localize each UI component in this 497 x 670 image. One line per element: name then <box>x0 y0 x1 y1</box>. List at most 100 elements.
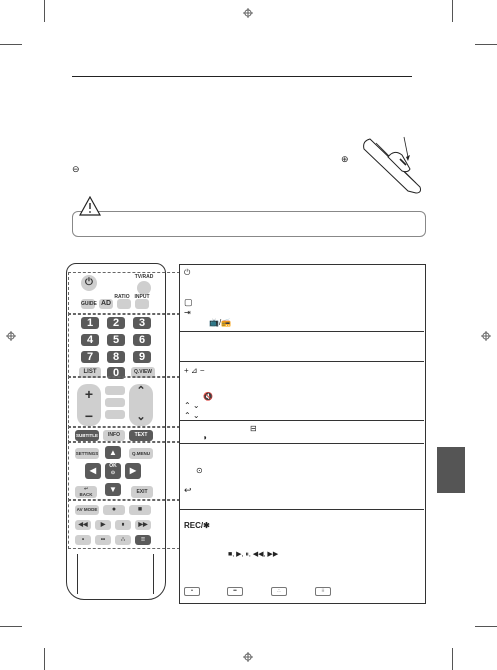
crop-mark <box>452 648 453 670</box>
ok-label: OK <box>109 463 117 469</box>
button-description-panel <box>179 264 426 604</box>
input-icon: ⇥ <box>184 308 191 317</box>
crop-mark <box>452 0 453 22</box>
nav-left-button[interactable]: ◀ <box>85 463 101 479</box>
digit-9-button[interactable]: 9 <box>133 351 151 363</box>
digit-5-button[interactable]: 5 <box>107 334 125 346</box>
ok-icon: ⊙ <box>196 466 203 475</box>
pause-button[interactable]: ⏸ <box>115 520 131 530</box>
crop-mark <box>0 44 22 45</box>
av-mode-button[interactable]: AV MODE <box>75 505 99 515</box>
power-icon: ⏻ <box>184 268 191 277</box>
program-rocker[interactable]: ⌃ ⌄ <box>129 384 153 426</box>
settings-button[interactable]: SETTINGS <box>75 448 99 459</box>
digit-7-button[interactable]: 7 <box>81 351 99 363</box>
callout-region-volume <box>68 376 180 428</box>
record-button[interactable]: ● <box>103 505 125 515</box>
q-menu-button[interactable]: Q.MENU <box>129 448 153 459</box>
red-key-icon: • <box>184 587 200 596</box>
subtitle-button[interactable]: SUBTITLE <box>75 430 99 441</box>
nav-down-button[interactable]: ▼ <box>105 483 121 496</box>
text-icon: ⊟ <box>250 424 257 433</box>
ad-button[interactable]: AD <box>99 299 113 309</box>
back-button[interactable]: ↩BACK <box>75 486 97 498</box>
registration-mark-icon <box>243 652 253 662</box>
yellow-key-icon: ∴ <box>271 587 287 596</box>
digit-8-button[interactable]: 8 <box>107 351 125 363</box>
digit-2-button[interactable]: 2 <box>107 317 125 329</box>
tv-rad-label: TV/RAD <box>134 274 154 280</box>
remote-edge-line <box>153 554 154 594</box>
crop-mark <box>44 0 45 22</box>
registration-mark-icon <box>6 331 16 341</box>
yellow-button[interactable]: ∴ <box>115 535 131 545</box>
callout-region-top <box>68 272 180 315</box>
list-button[interactable]: LIST <box>79 367 101 378</box>
panel-divider <box>179 443 424 444</box>
panel-divider <box>179 331 424 332</box>
blank-button-2[interactable] <box>105 410 125 419</box>
stop-button[interactable]: ■ <box>129 505 151 515</box>
plus-symbol: ⊕ <box>341 154 349 164</box>
crop-mark <box>475 44 497 45</box>
callout-region-digits <box>68 313 180 378</box>
caution-box <box>72 211 426 237</box>
mute-icon: 🔇 <box>203 392 213 401</box>
rec-label: REC/✱ <box>184 521 210 530</box>
digit-1-button[interactable]: 1 <box>81 317 99 329</box>
volume-icon: + ⊿ − <box>184 366 205 375</box>
section-thumb-tab <box>437 447 465 493</box>
ratio-icon: ▢ <box>184 297 193 307</box>
guide-button[interactable]: GUIDE <box>81 299 97 309</box>
tv-rad-button[interactable] <box>137 281 151 295</box>
playback-icons: ■, ▶, ⏸, ◀◀, ▶▶ <box>228 551 279 558</box>
registration-mark-icon <box>481 331 491 341</box>
minus-symbol: ⊖ <box>72 164 80 174</box>
program-icon: ⌃ ⌄ <box>184 401 200 410</box>
mute-button[interactable] <box>105 398 125 407</box>
text-button[interactable]: TEXT <box>129 430 153 441</box>
play-button[interactable]: ▶ <box>95 520 111 530</box>
header-rule <box>72 76 412 77</box>
input-button[interactable] <box>135 299 149 309</box>
panel-divider <box>179 509 424 510</box>
green-key-icon: •• <box>227 587 243 596</box>
crop-mark <box>44 648 45 670</box>
digit-4-button[interactable]: 4 <box>81 334 99 346</box>
back-label: BACK <box>79 492 93 497</box>
ratio-button[interactable] <box>117 299 131 309</box>
rewind-button[interactable]: ◀◀ <box>75 520 91 530</box>
nav-up-button[interactable]: ▲ <box>105 446 121 459</box>
red-button[interactable]: • <box>75 535 91 545</box>
ok-button[interactable]: OK⊙ <box>105 463 121 479</box>
input-label: INPUT <box>134 294 150 300</box>
panel-divider <box>179 420 424 421</box>
crop-mark <box>475 626 497 627</box>
remote-edge-line <box>77 554 78 594</box>
remote-control-illustration: ⏻ TV/RAD RATIO INPUT GUIDE AD 1 2 3 4 5 … <box>66 263 166 600</box>
fast-forward-button[interactable]: ▶▶ <box>135 520 151 530</box>
warning-triangle-icon <box>78 195 102 216</box>
program-icon: ⌃ ⌄ <box>184 411 200 420</box>
info-button[interactable]: INFO <box>103 430 125 441</box>
digit-6-button[interactable]: 6 <box>133 334 151 346</box>
digit-3-button[interactable]: 3 <box>133 317 151 329</box>
blank-button-1[interactable] <box>105 386 125 395</box>
crop-mark <box>0 626 22 627</box>
power-button[interactable]: ⏻ <box>81 275 97 291</box>
callout-region-nav <box>68 441 180 501</box>
q-view-button[interactable]: Q.VIEW <box>131 367 155 378</box>
callout-region-playback <box>68 499 180 549</box>
registration-mark-icon <box>243 8 253 18</box>
green-button[interactable]: •• <box>95 535 111 545</box>
blue-button[interactable]: ⁝⁝ <box>135 535 151 545</box>
tv-rad-icon: 📺/📻 <box>209 318 232 327</box>
panel-divider <box>179 361 424 362</box>
blue-key-icon: ⁝⁝ <box>315 587 331 596</box>
battery-cover-illustration <box>360 135 428 197</box>
nav-right-button[interactable]: ▶ <box>125 463 141 479</box>
contrast-icon: ◑ <box>202 433 207 442</box>
exit-button[interactable]: EXIT <box>131 486 153 498</box>
volume-rocker[interactable]: + − <box>77 384 101 426</box>
ratio-label: RATIO <box>114 294 130 300</box>
